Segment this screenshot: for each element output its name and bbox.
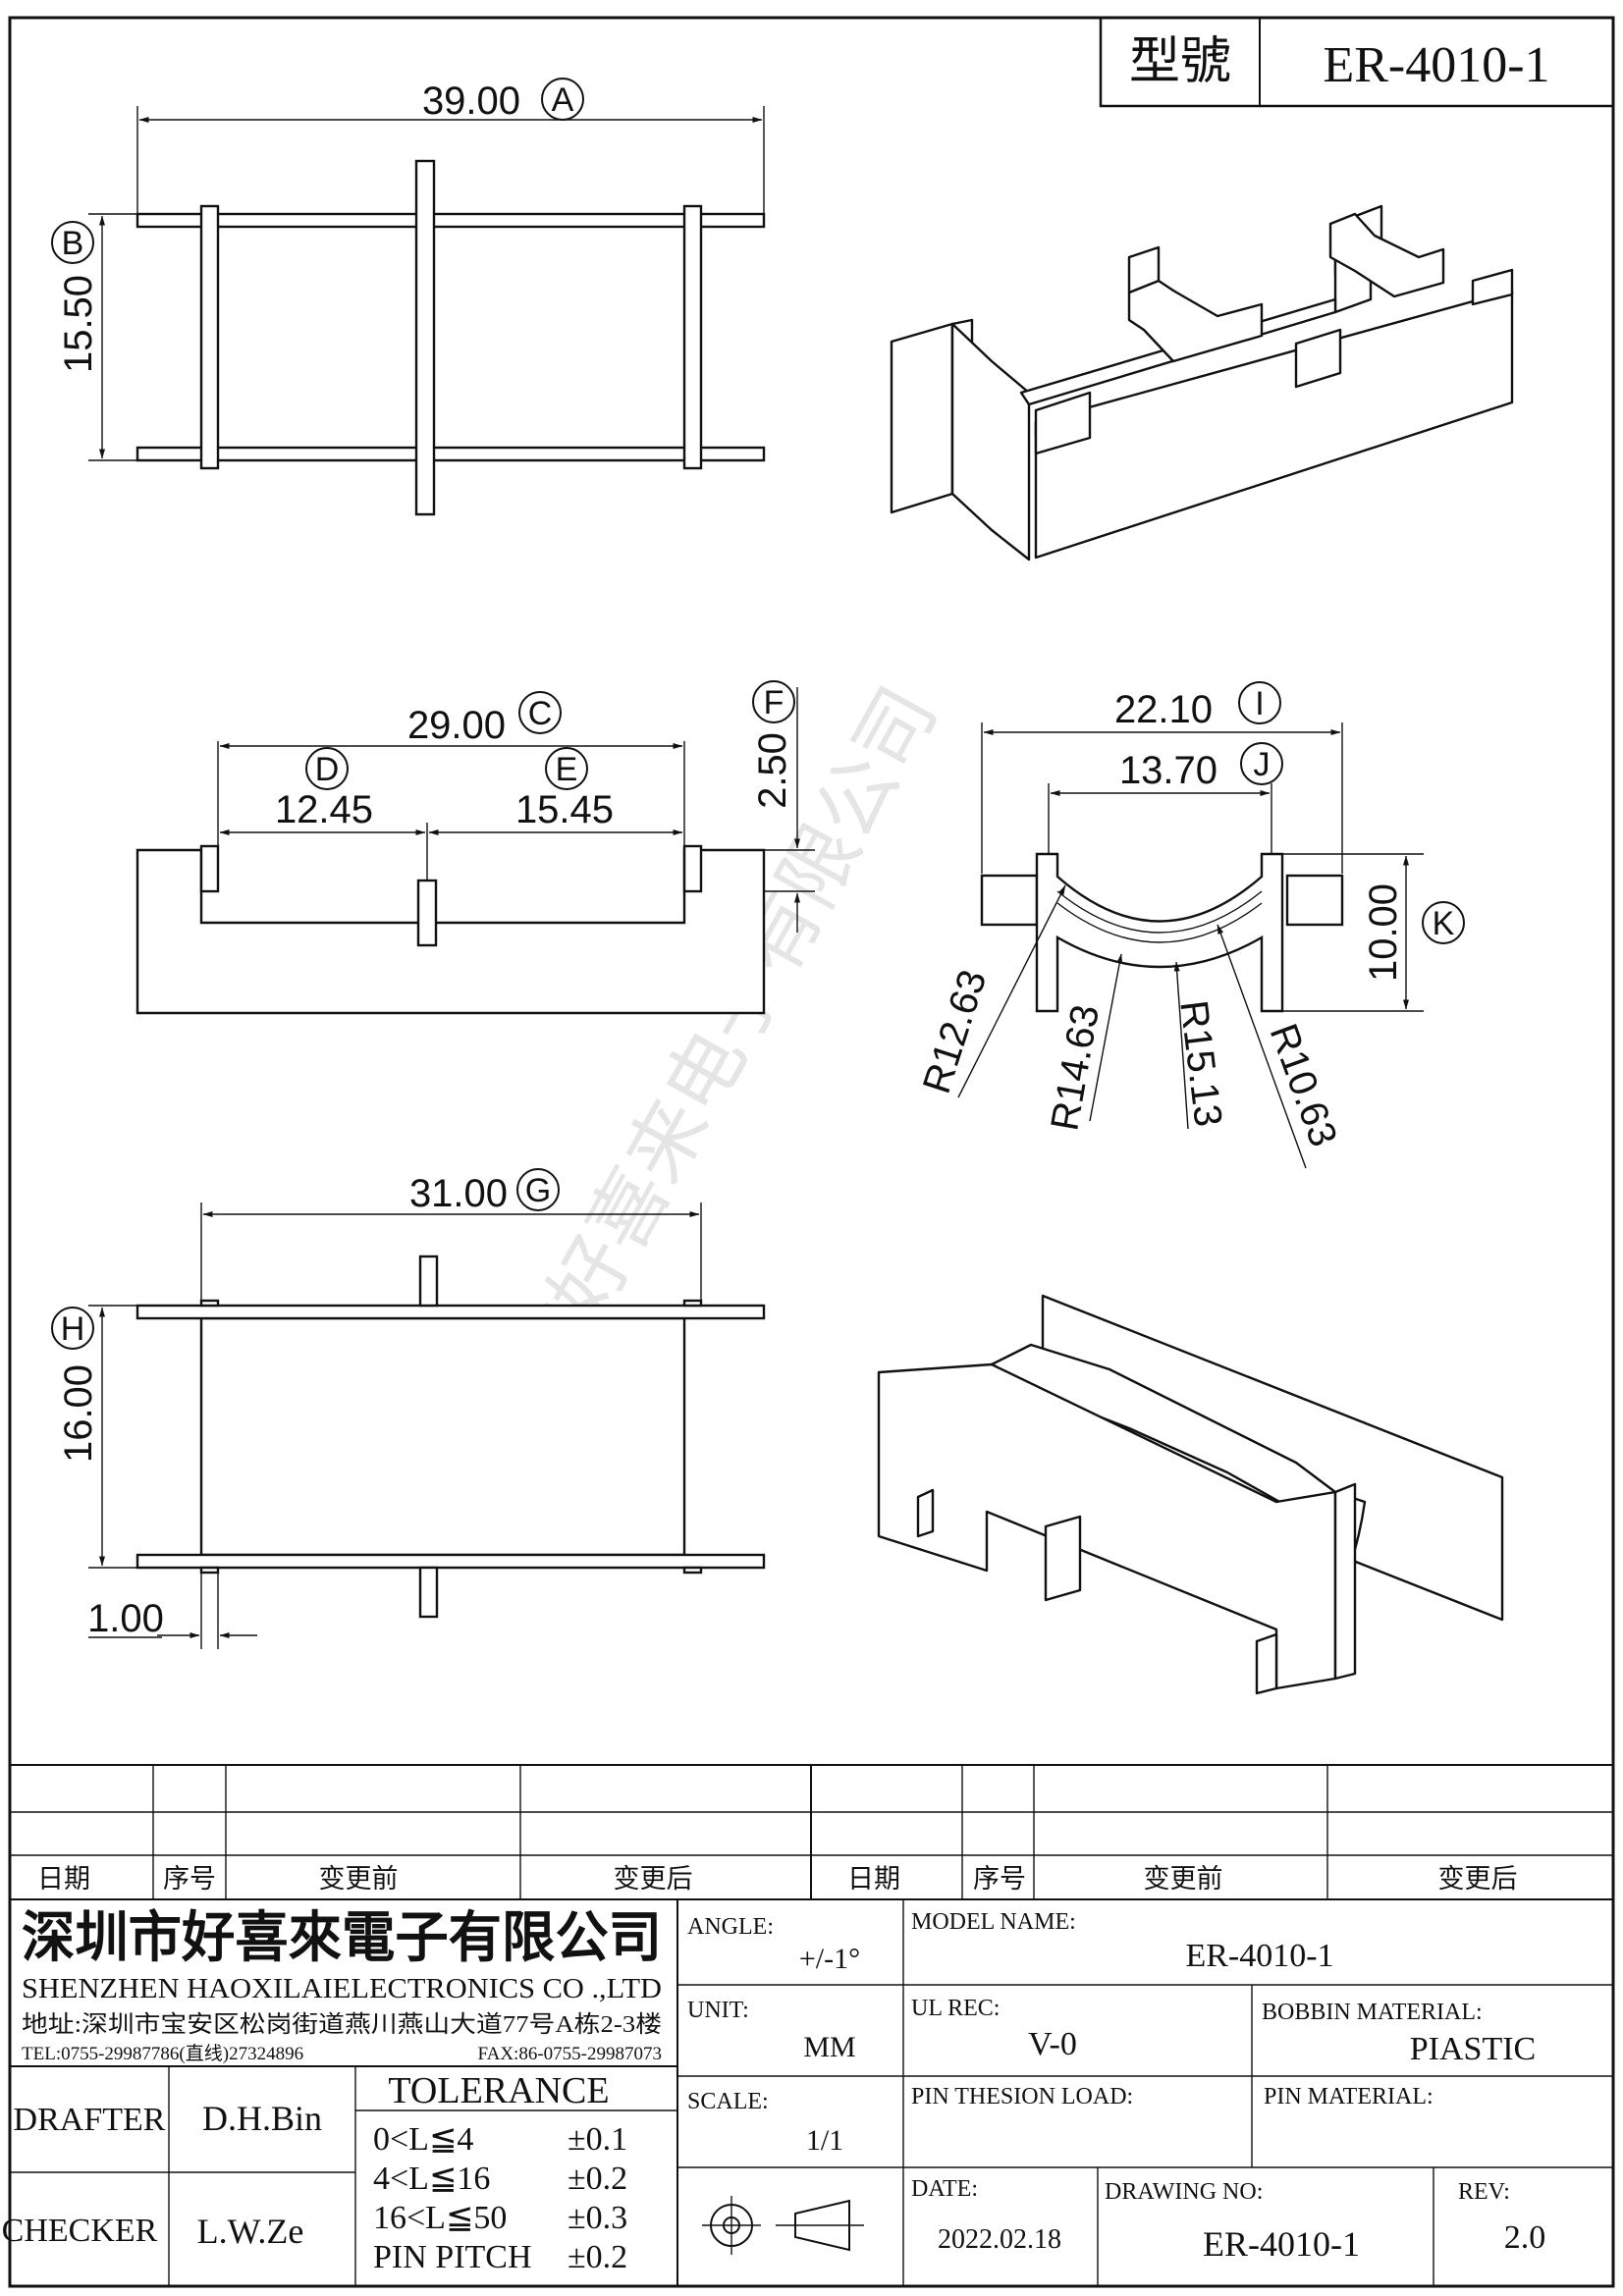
dim-b-value: 15.50: [57, 275, 100, 373]
dim-f-value: 2.50: [751, 732, 794, 809]
isometric-view-top: [890, 204, 1514, 561]
dim-f-bubble: [752, 680, 795, 723]
unit-label: UNIT:: [687, 1998, 749, 2023]
dim-b-letter: B: [62, 225, 84, 262]
sheet-border: [8, 16, 1615, 2288]
dim-k-letter: K: [1433, 905, 1455, 942]
dim-d-letter: D: [315, 751, 340, 788]
checker-label: CHECKER: [2, 2213, 158, 2249]
dim-i-value: 22.10: [1114, 688, 1213, 731]
dim-k-bubble: [1422, 901, 1465, 944]
company-name-cn: 深圳市好喜來電子有限公司: [22, 1908, 662, 1969]
dim-f-letter: F: [764, 684, 784, 721]
dim-g-value: 31.00: [409, 1172, 508, 1215]
drawing-no-value: ER-4010-1: [1203, 2224, 1360, 2264]
tolerance-value-3: ±0.3: [568, 2200, 627, 2236]
tolerance-value-1: ±0.1: [568, 2121, 627, 2158]
tolerance-value-2: ±0.2: [568, 2161, 627, 2197]
radius-label-4: R10.63: [1261, 1018, 1344, 1151]
radius-label-2: R14.63: [1043, 1001, 1108, 1134]
rev-header-seq-2: 序号: [973, 1864, 1026, 1894]
dim-j-bubble: [1240, 742, 1283, 785]
drafter-label: DRAFTER: [14, 2102, 166, 2138]
top-view: 39.00 A 15.50 B: [51, 78, 766, 516]
dim-d-value: 12.45: [275, 788, 373, 831]
rev-header-after: 变更后: [614, 1864, 693, 1894]
tolerance-range-2: 4<L≦16: [373, 2161, 490, 2197]
isometric-view-bottom: [877, 1294, 1504, 1695]
dim-a-bubble: [541, 78, 584, 121]
dim-h-letter: H: [61, 1310, 85, 1348]
pin-material-label: PIN MATERIAL:: [1264, 2084, 1434, 2109]
date-label: DATE:: [911, 2176, 978, 2202]
dim-c-value: 29.00: [407, 704, 506, 747]
rev-header-before: 变更前: [319, 1864, 399, 1894]
model-header: 型號 ER-4010-1: [1099, 16, 1615, 108]
rev-value: 2.0: [1504, 2219, 1546, 2256]
model-value: ER-4010-1: [1323, 37, 1549, 93]
dim-c-bubble: [518, 691, 562, 734]
tolerance-value-4: ±0.2: [568, 2239, 627, 2275]
ul-rec-label: UL REC:: [911, 1996, 1000, 2021]
rev-header-date: 日期: [37, 1864, 90, 1894]
model-name-label: MODEL NAME:: [911, 1909, 1076, 1935]
rev-header-date-2: 日期: [847, 1864, 900, 1894]
tolerance-title: TOLERANCE: [388, 2070, 609, 2111]
company-address: 地址:深圳市宝安区松岗街道燕川燕山大道77号A栋2-3楼: [22, 2011, 662, 2038]
tolerance-range-3: 16<L≦50: [373, 2200, 507, 2236]
dim-g-bubble: [516, 1168, 560, 1211]
dim-d-bubble: [305, 747, 349, 790]
dim-a-value: 39.00: [422, 80, 520, 123]
title-block: 日期 序号 变更前 变更后 日期 序号 变更前 变更后 深圳市好喜來電子有限公司…: [2, 1764, 1613, 2286]
dim-b-bubble: [51, 221, 94, 264]
dim-g-letter: G: [525, 1172, 551, 1209]
company-tel: TEL:0755-29987786(直线)27324896: [22, 2043, 303, 2064]
radius-label-1: R12.63: [915, 965, 996, 1098]
date-value: 2022.02.18: [938, 2224, 1061, 2255]
dim-k-value: 10.00: [1362, 883, 1405, 982]
scale-value: 1/1: [806, 2124, 843, 2157]
dim-h-bubble: [51, 1307, 94, 1350]
projection-symbol: [702, 2196, 864, 2255]
front-view: 29.00 C 12.45 D 15.45 E 2.50 F: [135, 680, 815, 1015]
dim-a-letter: A: [552, 81, 574, 119]
dim-pin-width: 1.00: [87, 1597, 164, 1640]
angle-value: +/-1°: [799, 1943, 860, 1975]
unit-value: MM: [803, 2031, 855, 2063]
tolerance-range-4: PIN PITCH: [373, 2239, 532, 2275]
company-name-en: SHENZHEN HAOXILAIELECTRONICS CO .,LTD: [22, 1974, 662, 2004]
dim-e-value: 15.45: [515, 788, 614, 831]
dim-i-bubble: [1238, 681, 1281, 724]
dim-j-value: 13.70: [1119, 749, 1217, 792]
rev-header-before-2: 变更前: [1144, 1864, 1223, 1894]
scale-label: SCALE:: [687, 2089, 769, 2114]
pin-thesion-label: PIN THESION LOAD:: [911, 2084, 1133, 2109]
dim-j-letter: J: [1254, 746, 1271, 783]
company-fax: FAX:86-0755-29987073: [477, 2044, 662, 2064]
dim-e-bubble: [545, 747, 588, 790]
rev-header-after-2: 变更后: [1438, 1864, 1518, 1894]
radius-label-3: R15.13: [1171, 998, 1229, 1129]
rev-label: REV:: [1458, 2179, 1510, 2205]
side-view: 22.10 I 13.70 J 10.00 K R12.63 R14.63 R1…: [915, 681, 1465, 1169]
drawing-no-label: DRAWING NO:: [1105, 2179, 1263, 2205]
drafter-value: D.H.Bin: [202, 2099, 322, 2138]
ul-rec-value: V-0: [1028, 2026, 1077, 2062]
tolerance-range-1: 0<L≦4: [373, 2121, 473, 2158]
bobbin-material-value: PIASTIC: [1410, 2031, 1536, 2067]
bobbin-material-label: BOBBIN MATERIAL:: [1262, 2000, 1483, 2025]
dim-e-letter: E: [556, 751, 578, 788]
rev-header-seq: 序号: [163, 1864, 216, 1894]
dim-h-value: 16.00: [57, 1364, 100, 1463]
dim-c-letter: C: [528, 695, 553, 732]
model-name-value: ER-4010-1: [1185, 1938, 1333, 1974]
model-label: 型號: [1129, 33, 1231, 90]
dim-i-letter: I: [1255, 685, 1264, 722]
checker-value: L.W.Ze: [197, 2212, 304, 2251]
angle-label: ANGLE:: [687, 1914, 774, 1940]
bottom-view: 31.00 G 16.00 H 1.00: [51, 1168, 766, 1649]
